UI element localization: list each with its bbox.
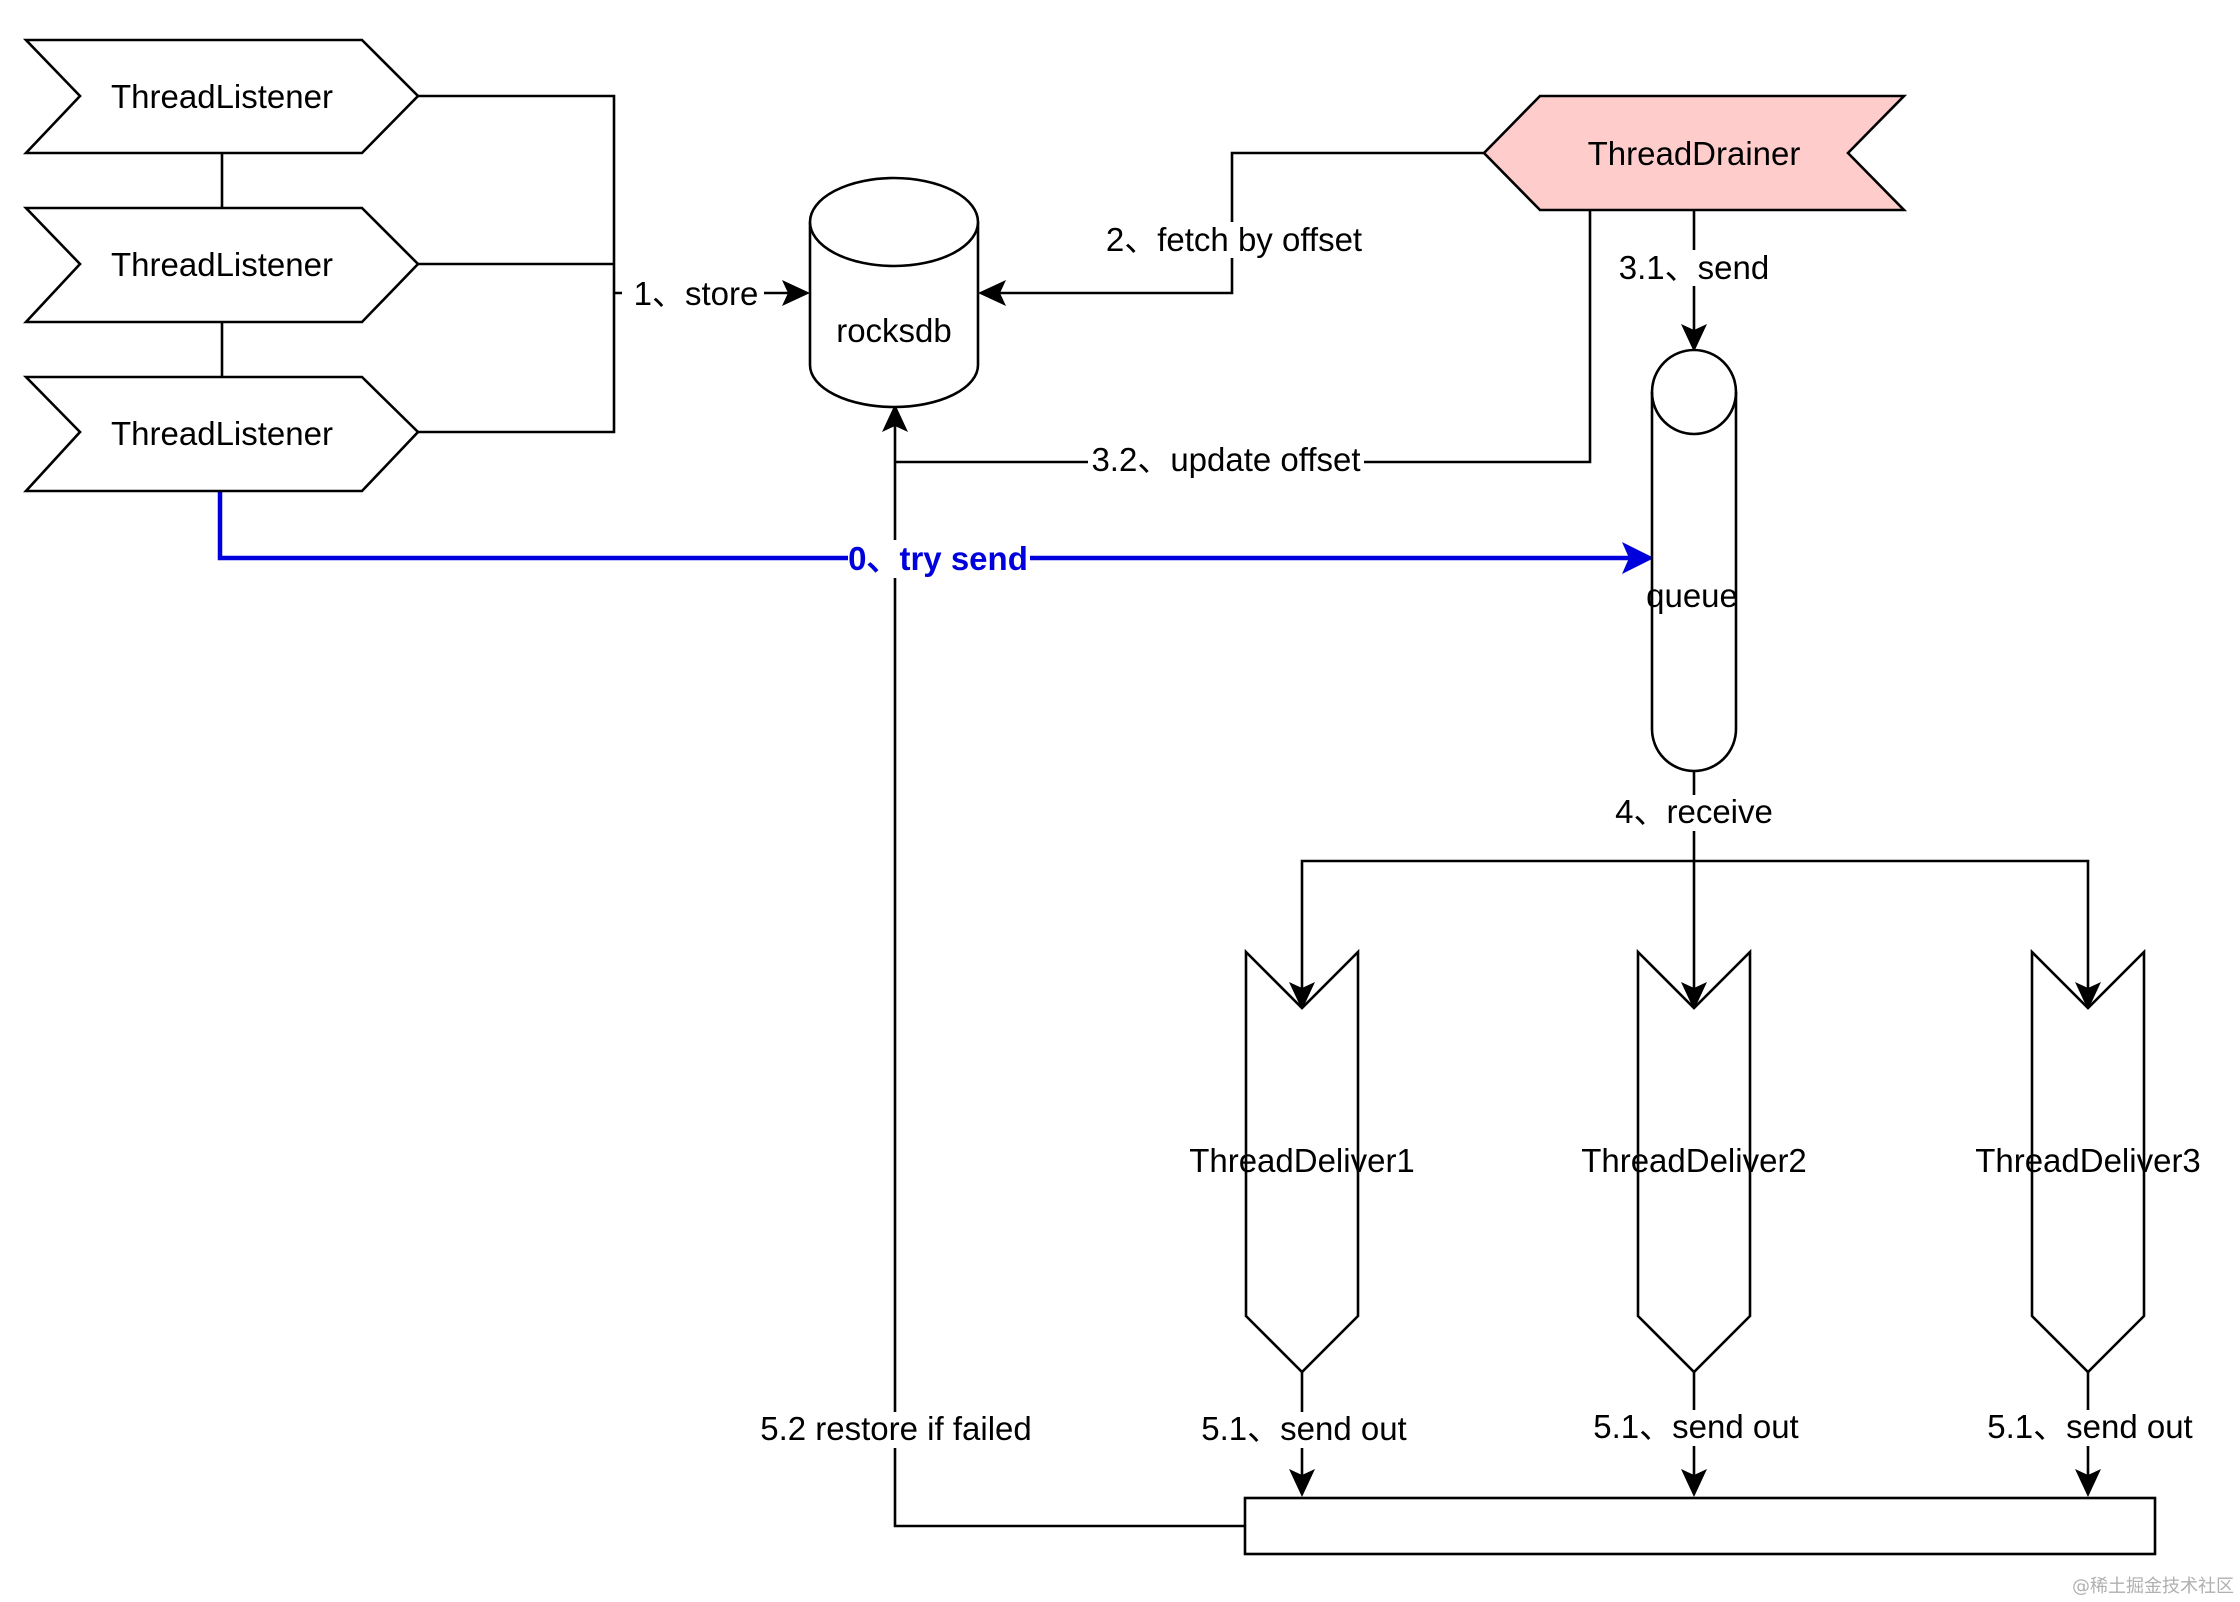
queue-label: queue (1646, 577, 1738, 614)
thread-deliver-3: ThreadDeliver3 (1975, 948, 2201, 1374)
try-send-arrowhead (1622, 542, 1654, 574)
store-arrowhead (782, 280, 810, 306)
send-label: 3.1、send (1619, 249, 1769, 286)
receive-arrowhead-1 (1289, 982, 1315, 1010)
output-bar (1243, 1496, 2157, 1556)
thread-drainer-shape (1482, 94, 1908, 212)
rocksdb-cylinder: rocksdb (808, 176, 980, 409)
queue-cylinder: queue (1646, 348, 1738, 773)
send-out-2-label: 5.1、send out (1593, 1408, 1798, 1445)
receive-arrowhead-3 (2075, 982, 2101, 1010)
send-out-1-label: 5.1、send out (1201, 1410, 1406, 1447)
thread-deliver-1: ThreadDeliver1 (1189, 948, 1415, 1374)
thread-listener-3: ThreadListener (22, 375, 420, 493)
fetch-label: 2、fetch by offset (1106, 221, 1362, 258)
receive-label: 4、receive (1615, 793, 1773, 830)
send-arrowhead (1681, 324, 1707, 352)
fetch-arrowhead (978, 280, 1006, 306)
receive-branch (1300, 859, 2090, 992)
thread-drainer-label: ThreadDrainer (1588, 135, 1801, 172)
receive-arrowhead-2 (1681, 982, 1707, 1010)
store-label: 1、store (634, 275, 759, 312)
send-out-arrowhead-1 (1289, 1469, 1315, 1497)
thread-deliver-3-label: ThreadDeliver3 (1975, 1142, 2201, 1179)
send-out-3-label: 5.1、send out (1987, 1408, 2192, 1445)
thread-deliver-2: ThreadDeliver2 (1581, 948, 1807, 1374)
restore-label: 5.2 restore if failed (760, 1410, 1031, 1447)
restore-edge (893, 425, 1245, 1528)
restore-arrowhead (882, 404, 908, 432)
try-send-label: 0、try send (848, 540, 1028, 577)
update-offset-label: 3.2、update offset (1091, 441, 1360, 478)
thread-listener-1: ThreadListener (22, 38, 420, 155)
thread-listener-1-label: ThreadListener (111, 78, 333, 115)
thread-deliver-1-label: ThreadDeliver1 (1189, 1142, 1415, 1179)
thread-listener-2: ThreadListener (22, 206, 420, 324)
thread-listener-2-label: ThreadListener (111, 246, 333, 283)
try-send-edge (217, 491, 1632, 561)
send-out-arrowhead-3 (2075, 1469, 2101, 1497)
thread-drainer: ThreadDrainer (1482, 94, 1908, 212)
watermark: @稀土掘金技术社区 (2072, 1576, 2234, 1597)
rocksdb-label: rocksdb (836, 312, 952, 349)
send-out-arrowhead-2 (1681, 1469, 1707, 1497)
thread-listener-3-label: ThreadListener (111, 415, 333, 452)
thread-deliver-2-label: ThreadDeliver2 (1581, 1142, 1807, 1179)
